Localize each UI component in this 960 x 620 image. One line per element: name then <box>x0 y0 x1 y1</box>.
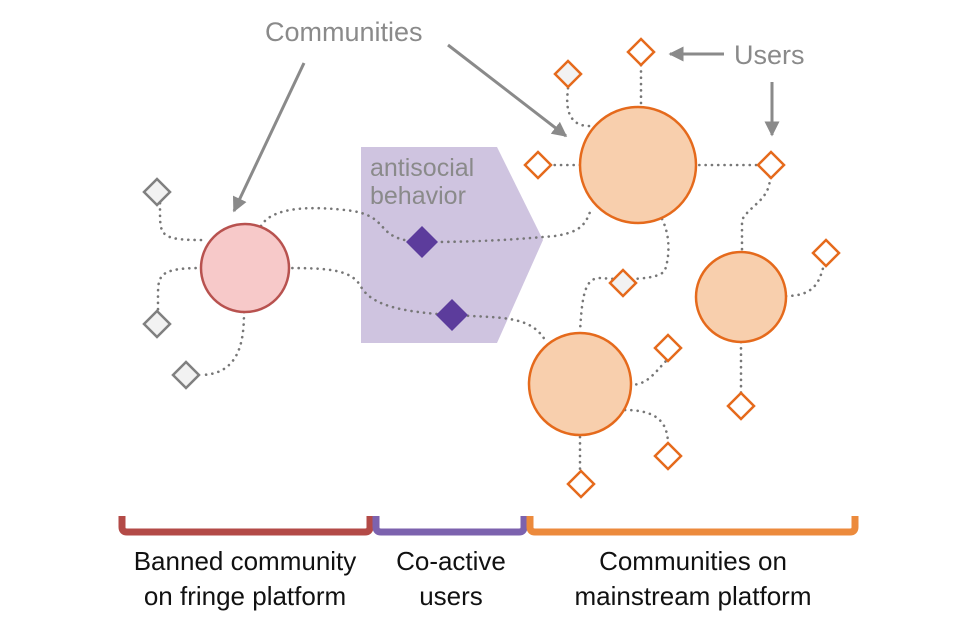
coactive-user-node <box>406 226 438 258</box>
behavior-label-line1: antisocial <box>370 154 474 182</box>
behavior-label-line2: behavior <box>370 182 466 210</box>
fringe-user-node <box>142 177 172 207</box>
mainstream-user-node <box>653 333 683 363</box>
coactive-section-label-line2: users <box>419 581 483 611</box>
antisocial-behavior-region <box>361 147 543 343</box>
coactive-section-label-line1: Co-active <box>396 546 506 576</box>
mainstream-user-node <box>756 150 786 180</box>
mainstream-user-node <box>726 391 756 421</box>
fringe-user-node <box>142 309 172 339</box>
fringe-user-node <box>171 360 201 390</box>
mainstream-user-node <box>626 37 656 67</box>
mainstream-community-node <box>694 250 788 344</box>
mainstream-bracket <box>526 516 859 536</box>
coactive-bracket <box>372 516 528 536</box>
mainstream-user-node <box>608 268 638 298</box>
mainstream-user-node <box>811 238 841 268</box>
mainstream-user-node <box>523 150 553 180</box>
mainstream-user-node <box>566 469 596 499</box>
mainstream-section-label-line1: Communities on <box>599 546 787 576</box>
fringe-section-label-line2: on fringe platform <box>144 581 346 611</box>
annotation-arrows <box>232 43 780 213</box>
mainstream-section-label-line2: mainstream platform <box>575 581 812 611</box>
banned-community-node <box>199 222 291 314</box>
fringe-section-label-line1: Banned community <box>134 546 357 576</box>
fringe-bracket <box>118 516 374 536</box>
mainstream-community-node <box>578 105 698 225</box>
mainstream-user-node <box>653 441 683 471</box>
coactive-user-node <box>436 299 468 331</box>
mainstream-community-node <box>527 331 633 437</box>
users-callout: Users <box>734 40 805 70</box>
communities-callout: Communities <box>265 17 423 47</box>
mainstream-user-node <box>553 59 583 89</box>
